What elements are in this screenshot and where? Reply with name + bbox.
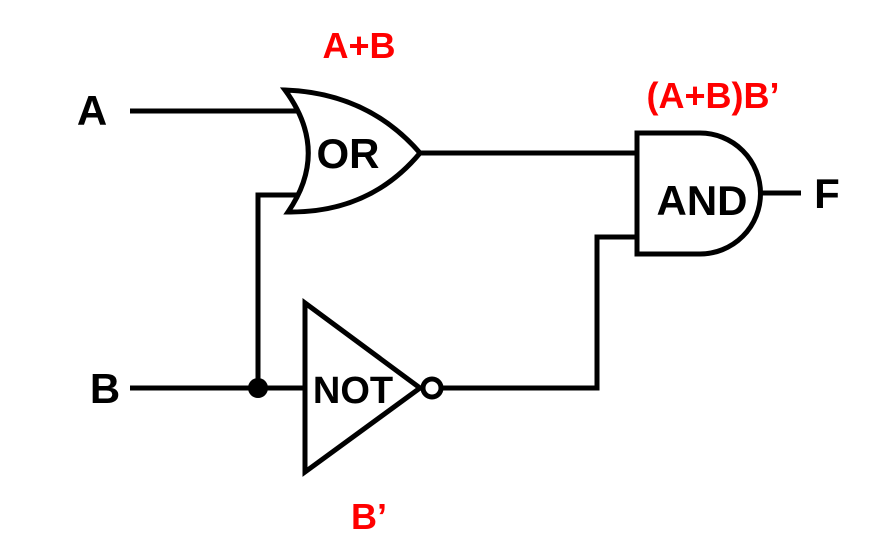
output-f-label: F xyxy=(814,170,840,217)
or-output-annotation: A+B xyxy=(322,25,395,66)
wire-b-branch-to-or xyxy=(255,192,302,388)
junction-dot xyxy=(248,378,268,398)
not-gate-bubble xyxy=(420,376,444,400)
not-output-annotation: B’ xyxy=(351,496,387,537)
wire-not-to-and xyxy=(436,234,642,391)
and-gate-shape xyxy=(634,130,763,257)
input-b-label: B xyxy=(90,365,120,412)
or-gate-shape xyxy=(279,87,424,215)
not-gate-shape xyxy=(302,298,425,477)
or-gate-label: OR xyxy=(317,130,380,177)
not-gate-label: NOT xyxy=(313,370,393,412)
input-a-label: A xyxy=(77,87,107,134)
and-gate: AND xyxy=(634,130,763,257)
and-output-annotation: (A+B)B’ xyxy=(647,75,780,116)
or-gate: OR xyxy=(279,87,424,215)
not-gate: NOT xyxy=(302,298,444,477)
and-gate-label: AND xyxy=(657,177,748,224)
